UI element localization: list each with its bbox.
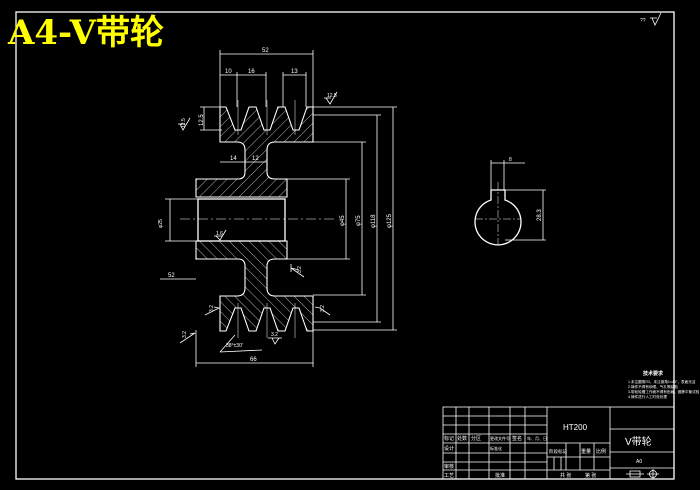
- side-view-keyway: 8 28.3: [474, 157, 546, 246]
- roughness-symbols: 12.5 12.5 1.6 3.2 3.2 3.2 3.2 3.2: [178, 91, 338, 345]
- roughness-icon: [314, 306, 331, 316]
- label-change-doc: 更改文件号: [490, 435, 510, 441]
- label-process: 工艺: [444, 473, 454, 479]
- label-sign: 签名: [512, 435, 522, 442]
- roughness-icon: [204, 306, 221, 316]
- dim-bore-left: φ25: [158, 219, 164, 228]
- diameter-dimension-lines: [287, 106, 397, 331]
- dim-overall-width: 52: [262, 48, 269, 54]
- dim-right-offset: 13: [291, 69, 298, 75]
- label-review: 审核: [444, 463, 454, 470]
- roughness-value: 3.2: [209, 305, 215, 312]
- keyway-dimension-lines: [490, 160, 546, 241]
- hub-circle-with-keyway: [474, 189, 522, 246]
- groove-centerlines: [237, 100, 296, 338]
- label-design: 设计: [444, 445, 454, 452]
- part-name: V带轮: [625, 435, 652, 448]
- roughness-value: 3.2: [297, 266, 303, 273]
- dim-keyway-depth: 28.3: [537, 209, 543, 221]
- drawing-frame: [15, 11, 675, 480]
- technical-requirements: 技术要求 1.未注圆角R3，未注倒角1×45°，表面光洁 2.铸件不得有砂眼、气…: [628, 370, 700, 399]
- dim-web-left: 14: [230, 156, 237, 162]
- tech-req-line: 1.未注圆角R3，未注倒角1×45°，表面光洁: [628, 379, 696, 384]
- roughness-icon: [214, 229, 227, 241]
- roughness-value: 3.2: [320, 305, 326, 312]
- rim-depth-dim: [200, 106, 222, 131]
- corner-roughness: ??: [640, 12, 662, 26]
- roughness-value: 3.2: [182, 331, 188, 338]
- drawing-title: A4-V带轮: [7, 13, 164, 53]
- projection-cross-icon: [647, 469, 659, 479]
- dim-dia-outer: φ125: [387, 213, 393, 228]
- dim-rim-depth: 12.5: [199, 114, 205, 126]
- bore: [197, 198, 286, 242]
- dim-left-offset: 10: [225, 69, 232, 75]
- title-block: HT200 V带轮 A0 标记 处数 分区 更改文件号 签名 年、月、日 设计 …: [442, 406, 675, 480]
- title-block-grid: [443, 407, 674, 479]
- label-standard: 标准化: [490, 445, 502, 451]
- drawing-number: A0: [636, 459, 642, 465]
- label-scale: 比例: [596, 448, 606, 455]
- dim-hub-length: 66: [250, 357, 257, 363]
- roughness-value: 12.5: [327, 93, 337, 99]
- tech-req-heading: 技术要求: [643, 370, 664, 377]
- projection-cone-icon: [626, 470, 644, 478]
- label-zone: 分区: [471, 435, 481, 442]
- label-mark: 标记: [444, 435, 454, 442]
- roughness-icon: [179, 332, 196, 344]
- roughness-icon: [268, 337, 282, 345]
- lower-section-hatched: [195, 240, 314, 332]
- roughness-value: 1.6: [216, 231, 223, 237]
- dim-keyway-width: 8: [509, 157, 512, 163]
- roughness-value: 3.2: [271, 332, 278, 338]
- material-label: HT200: [563, 423, 588, 432]
- label-stage: 阶段标记: [549, 448, 567, 455]
- upper-section-hatched: [195, 106, 314, 198]
- dim-dia-web: φ75: [356, 215, 362, 226]
- roughness-icon: [178, 117, 191, 131]
- dim-dia-bore: φ45: [340, 215, 346, 226]
- groove-angle-leader: [219, 334, 263, 353]
- bottom-dimension-lines: [195, 330, 314, 367]
- title-block-labels: 标记 处数 分区 更改文件号 签名 年、月、日 设计 标准化 阶段标记 重量 比…: [444, 435, 606, 479]
- dim-hub-left: 52: [168, 273, 175, 279]
- roughness-icon: [290, 264, 305, 278]
- dim-dia-pitch: φ118: [371, 214, 377, 228]
- tech-req-line: 3.带轮轮槽工作面不得有伤痕，做静平衡试验: [628, 389, 700, 394]
- tech-req-line: 2.铸件不得有砂眼、气孔等缺陷: [628, 384, 678, 389]
- label-weight: 重量: [581, 448, 591, 455]
- side-centerlines: [475, 182, 521, 245]
- roughness-icon: [650, 12, 662, 26]
- label-date: 年、月、日: [527, 435, 547, 441]
- left-dimension-lines: [160, 198, 198, 280]
- label-approve: 批准: [495, 472, 505, 479]
- dim-web-thick: 12: [252, 156, 259, 162]
- label-sheet-number: 第 张: [585, 472, 596, 479]
- tech-req-line: 4.铸件进行人工时效处理: [628, 394, 667, 399]
- roughness-value: 12.5: [181, 118, 187, 128]
- label-total-sheets: 共 张: [560, 472, 571, 479]
- dim-groove-angle: 38°±30': [226, 343, 243, 349]
- main-section-view: 52 10 16 13 14 12 12.5 φ45 φ75 φ118 φ125…: [158, 48, 397, 367]
- roughness-icon: [324, 91, 338, 105]
- top-dimension-lines: [219, 50, 314, 107]
- corner-roughness-text: ??: [640, 18, 646, 24]
- dim-groove-pitch: 16: [248, 69, 255, 75]
- label-count: 处数: [457, 435, 467, 442]
